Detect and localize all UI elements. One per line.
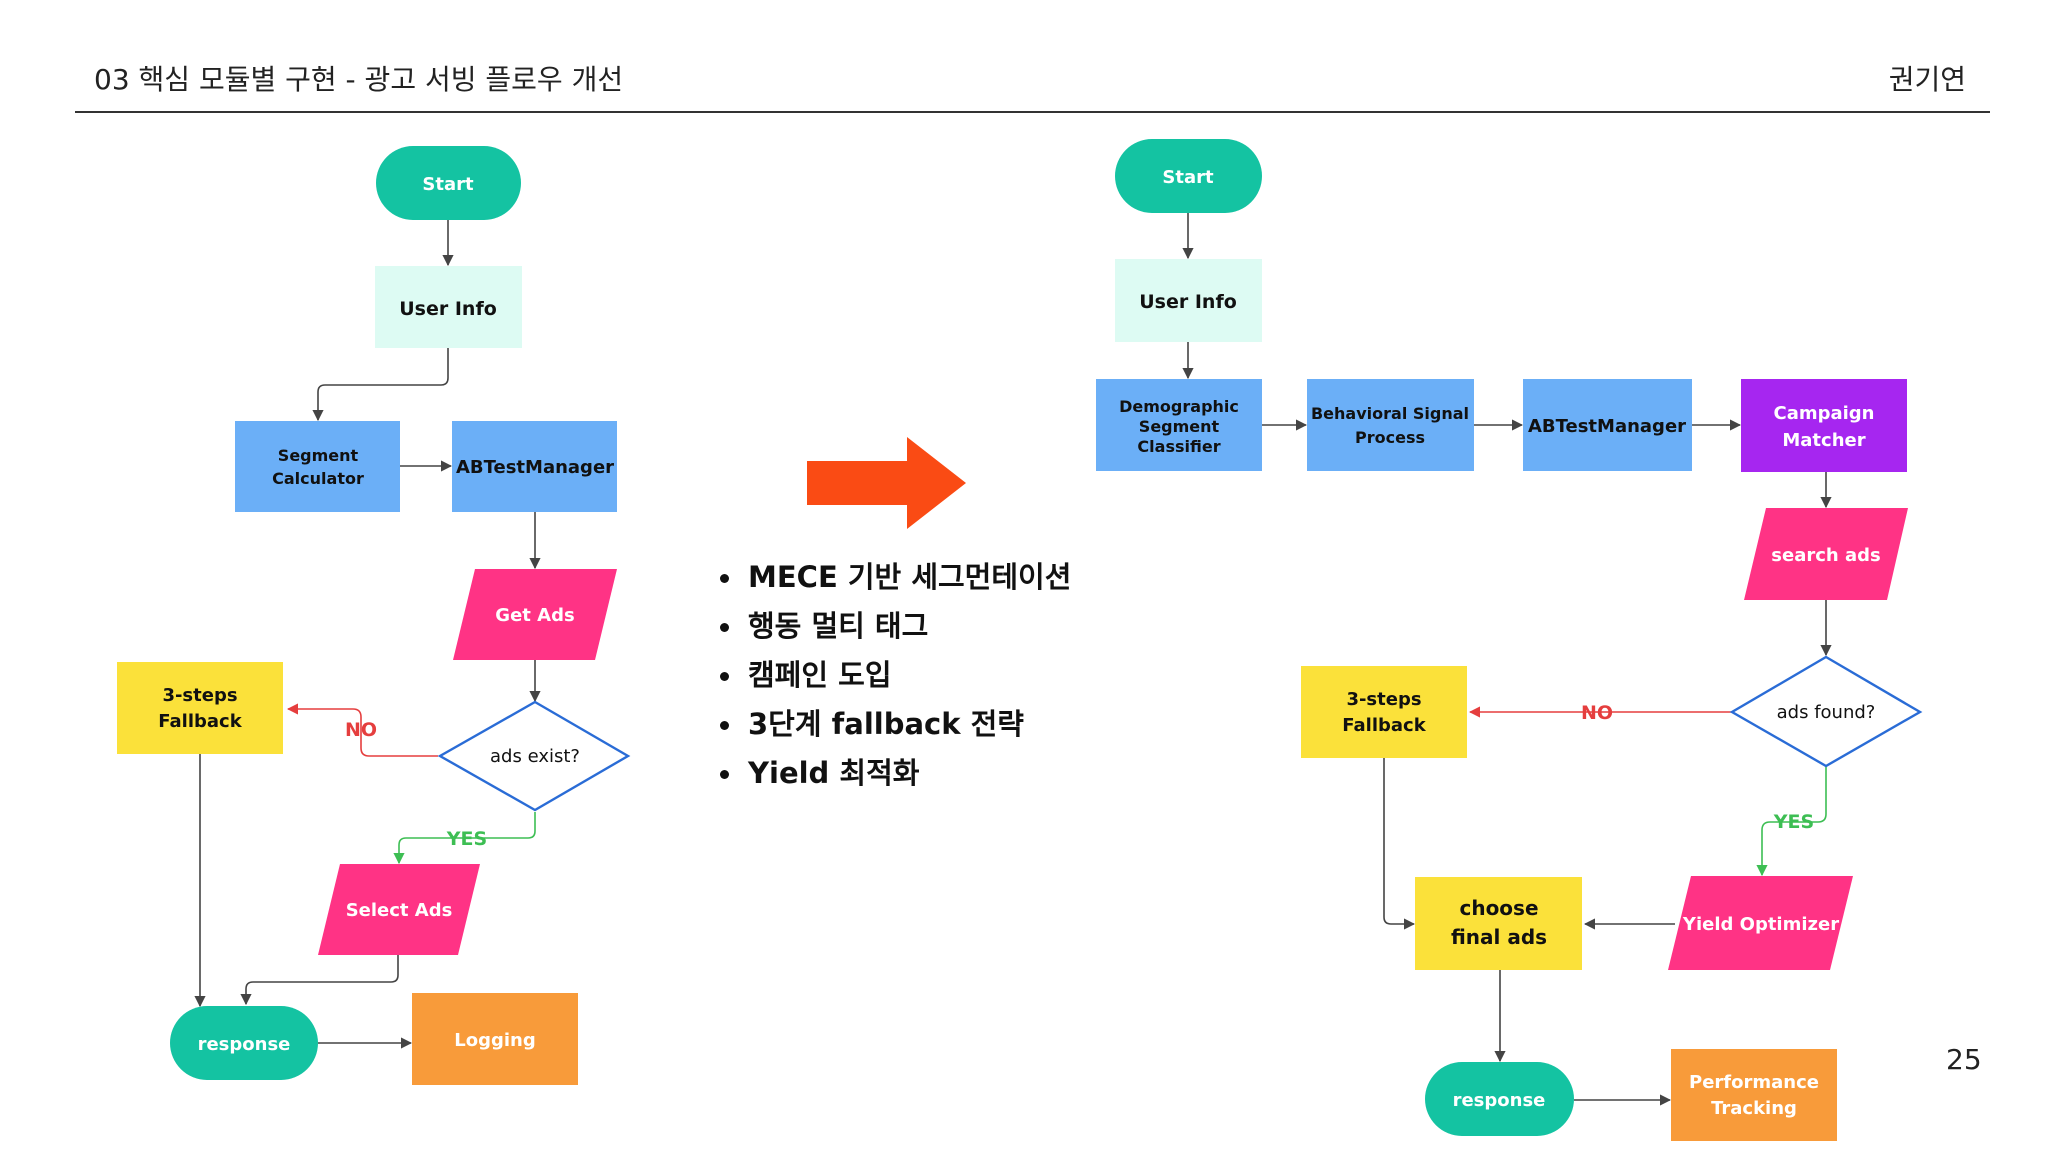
demographic-classifier-node bbox=[1096, 379, 1262, 471]
bullet-item: Yield 최적화 bbox=[718, 749, 1071, 798]
bullet-item: 행동 멀티 태그 bbox=[718, 602, 1071, 651]
select-ads-node bbox=[318, 864, 480, 955]
select-ads-label: Select Ads bbox=[346, 900, 453, 921]
ab-test-manager-node bbox=[1523, 379, 1692, 471]
performance-label-2: Tracking bbox=[1711, 1098, 1797, 1119]
bullet-list: MECE 기반 세그먼테이션 행동 멀티 태그 캠페인 도입 3단계 fallb… bbox=[718, 553, 1071, 798]
header-divider bbox=[75, 111, 1990, 113]
demographic-label-2: Segment bbox=[1139, 417, 1220, 436]
ab-test-manager-node bbox=[452, 421, 617, 512]
choose-final-ads-node bbox=[1415, 877, 1582, 970]
response-node bbox=[1425, 1062, 1574, 1136]
segment-calculator-node bbox=[235, 421, 400, 512]
start-node bbox=[376, 146, 521, 220]
segment-calculator-label-2: Calculator bbox=[272, 469, 364, 488]
ads-exist-decision bbox=[437, 700, 631, 812]
logging-node bbox=[412, 993, 578, 1085]
response-label: response bbox=[198, 1034, 291, 1055]
user-info-label: User Info bbox=[399, 298, 497, 320]
yield-optimizer-node bbox=[1668, 876, 1853, 970]
behavioral-signal-node bbox=[1307, 379, 1474, 471]
response-label: response bbox=[1453, 1090, 1546, 1111]
fallback-label-2: Fallback bbox=[1342, 715, 1426, 736]
demographic-label-3: Classifier bbox=[1137, 437, 1220, 456]
no-label: NO bbox=[345, 719, 377, 741]
connector bbox=[240, 955, 399, 1006]
yes-connector bbox=[393, 812, 536, 865]
no-label: NO bbox=[1581, 702, 1613, 724]
segment-calculator-label-1: Segment bbox=[278, 446, 359, 465]
left-flow: Start User Info Segment Calculator ABTes… bbox=[117, 146, 631, 1085]
bullet-item: 캠페인 도입 bbox=[718, 651, 1071, 700]
right-flow: Start User Info Demographic Segment Clas… bbox=[1096, 139, 1923, 1141]
no-connector bbox=[286, 703, 438, 757]
user-info-node bbox=[375, 266, 522, 348]
page-title: 03 핵심 모듈별 구현 - 광고 서빙 플로우 개선 bbox=[94, 63, 624, 96]
fallback-label-2: Fallback bbox=[158, 711, 242, 732]
ads-found-label: ads found? bbox=[1777, 702, 1876, 723]
start-label: Start bbox=[1162, 167, 1214, 188]
response-node bbox=[170, 1006, 318, 1080]
ads-found-decision bbox=[1729, 655, 1923, 768]
behavioral-label-1: Behavioral Signal bbox=[1311, 404, 1469, 423]
bullet-item: 3단계 fallback 전략 bbox=[718, 700, 1071, 749]
fallback-label-1: 3-steps bbox=[162, 685, 237, 706]
user-info-label: User Info bbox=[1139, 291, 1237, 313]
logging-label: Logging bbox=[454, 1030, 535, 1051]
ab-test-manager-label: ABTestManager bbox=[456, 457, 614, 478]
choose-final-label-1: choose bbox=[1459, 896, 1538, 920]
performance-label-1: Performance bbox=[1689, 1072, 1819, 1093]
start-label: Start bbox=[422, 174, 474, 195]
user-info-node bbox=[1115, 259, 1262, 342]
choose-final-label-2: final ads bbox=[1451, 925, 1547, 949]
yes-connector bbox=[1756, 766, 1827, 877]
campaign-matcher-label-1: Campaign bbox=[1773, 403, 1874, 424]
search-ads-node bbox=[1744, 508, 1908, 600]
connector bbox=[312, 348, 449, 422]
page-number: 25 bbox=[1946, 1043, 1982, 1076]
yes-label: YES bbox=[1773, 811, 1814, 833]
get-ads-label: Get Ads bbox=[495, 605, 574, 626]
fallback-label-1: 3-steps bbox=[1346, 689, 1421, 710]
campaign-matcher-node bbox=[1741, 379, 1907, 472]
bullet-item: MECE 기반 세그먼테이션 bbox=[718, 553, 1071, 602]
fallback-node bbox=[117, 662, 283, 754]
ads-exist-label: ads exist? bbox=[490, 746, 580, 767]
get-ads-node bbox=[453, 569, 617, 660]
demographic-label-1: Demographic bbox=[1119, 397, 1239, 416]
start-node bbox=[1115, 139, 1262, 213]
yes-label: YES bbox=[446, 828, 487, 850]
behavioral-label-2: Process bbox=[1355, 428, 1425, 447]
campaign-matcher-label-2: Matcher bbox=[1782, 430, 1865, 451]
fallback-node bbox=[1301, 666, 1467, 758]
search-ads-label: search ads bbox=[1771, 545, 1880, 566]
yield-optimizer-label: Yield Optimizer bbox=[1682, 914, 1839, 935]
connector bbox=[1383, 758, 1416, 930]
ab-test-manager-label: ABTestManager bbox=[1528, 416, 1686, 437]
author-name: 권기연 bbox=[1888, 63, 1966, 96]
transition-arrow-icon bbox=[807, 437, 966, 529]
performance-tracking-node bbox=[1671, 1049, 1837, 1141]
